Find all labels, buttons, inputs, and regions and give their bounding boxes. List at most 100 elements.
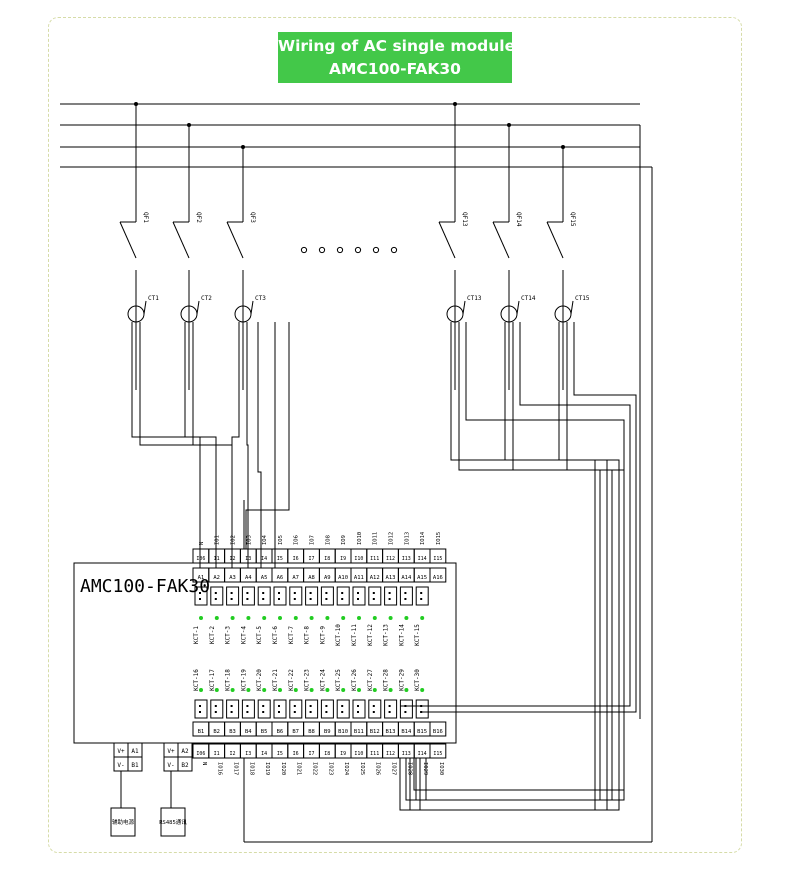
status-dot <box>404 688 409 692</box>
connector-bottom <box>257 699 271 719</box>
ct-secondary <box>184 322 217 568</box>
bottom-terminal-label: I2 <box>229 751 235 757</box>
ct-label: CT2 <box>201 295 212 302</box>
top-wire-label: IO4 <box>262 534 268 545</box>
kct-lower-label: KCT-20 <box>256 669 263 691</box>
bottom-terminal-label: I1 <box>214 751 220 757</box>
top-wire-label: IO15 <box>436 532 442 545</box>
ct-secondary-right <box>405 322 601 801</box>
power-pin-label: V+ <box>167 748 175 755</box>
b-terminal-label: B6 <box>277 729 284 735</box>
top-terminal-label: I15 <box>433 556 442 562</box>
bottom-wire-label: IO27 <box>391 762 397 775</box>
a-terminal-label: A11 <box>354 575 364 581</box>
a-terminal-label: A8 <box>308 575 315 581</box>
pin <box>230 705 233 707</box>
pin <box>309 598 312 600</box>
pin <box>341 598 344 600</box>
b-terminal-label: B8 <box>308 729 315 735</box>
status-dot <box>278 616 282 620</box>
kct-lower-label: KCT-17 <box>209 669 216 691</box>
breaker-tag: QF14 <box>515 212 522 227</box>
pin <box>372 592 375 594</box>
ct-lead <box>250 300 254 315</box>
kct-upper-label: KCT-1 <box>193 626 200 644</box>
kct-lower-label: KCT-30 <box>414 669 421 691</box>
pin <box>262 592 265 594</box>
b-terminal-label: B15 <box>417 729 427 735</box>
kct-upper-label: KCT-10 <box>335 624 342 646</box>
pin <box>341 711 344 713</box>
top-terminal-label: I5 <box>277 556 283 562</box>
pin <box>420 592 423 594</box>
top-terminal-label: I1 <box>214 556 220 562</box>
breaker-tag: QF2 <box>195 212 202 223</box>
bottom-terminal-label: I11 <box>370 751 379 757</box>
bottom-terminal-label: I8 <box>324 751 330 757</box>
top-wire-label: N <box>199 542 205 545</box>
status-dot <box>246 688 251 692</box>
connector-bottom <box>289 699 303 719</box>
ct-secondary-right <box>400 322 631 707</box>
connector-top <box>210 586 224 606</box>
breaker-tag: QF1 <box>142 212 149 223</box>
bottom-wire-label: IO17 <box>233 762 239 775</box>
pin <box>199 598 201 600</box>
kct-upper-label: KCT-2 <box>209 626 216 644</box>
bottom-wire-label: IO22 <box>312 762 318 775</box>
ct-label: CT3 <box>255 295 266 302</box>
ct-secondary <box>231 322 240 568</box>
bottom-wire-label: IO26 <box>375 762 381 775</box>
bottom-terminal-cell <box>429 743 447 759</box>
pin <box>309 711 312 713</box>
ct-lead <box>143 300 147 315</box>
bottom-wire-label: IO29 <box>422 762 428 775</box>
status-dot <box>404 616 409 620</box>
kct-lower-label: KCT-16 <box>193 669 200 691</box>
a-terminal-label: A6 <box>277 575 284 581</box>
b-terminal-label: B10 <box>338 729 348 735</box>
pin <box>214 598 217 600</box>
bottom-wire-label: IO28 <box>406 762 412 775</box>
a-terminal-label: A7 <box>292 575 299 581</box>
connector-top <box>273 586 287 606</box>
kct-lower-label: KCT-26 <box>351 669 358 691</box>
power-device-label: 辅助电源 <box>112 818 135 826</box>
pin <box>404 598 407 600</box>
breaker-blade <box>492 221 510 259</box>
continuation-dot <box>354 246 362 254</box>
breaker-tag: QF15 <box>569 212 576 227</box>
bottom-wire-label: IO25 <box>359 762 365 775</box>
breaker-tag: QF13 <box>461 212 468 227</box>
connector-bottom <box>305 699 319 719</box>
power-term-label: B2 <box>181 762 189 769</box>
pin <box>278 598 280 600</box>
pin <box>293 592 296 594</box>
ct-lead <box>516 300 520 315</box>
ct-secondary <box>245 322 290 549</box>
top-wire-label: IO2 <box>231 535 237 545</box>
top-wire-label: IO10 <box>357 532 363 545</box>
b-terminal-label: B1 <box>198 729 205 735</box>
top-wire-label: IO14 <box>420 531 426 545</box>
ct-lead <box>196 300 200 315</box>
pin <box>262 711 265 713</box>
b-terminal-label: B14 <box>401 729 412 735</box>
pin <box>230 598 233 600</box>
pin <box>325 705 328 707</box>
kct-lower-label: KCT-19 <box>240 669 247 691</box>
top-terminal-label: I7 <box>308 556 314 562</box>
ct-lead <box>570 300 574 315</box>
a-terminal-label: A5 <box>261 575 268 581</box>
ct-secondary-right <box>413 322 625 791</box>
a-terminal-label: A2 <box>213 575 220 581</box>
pin <box>309 705 312 707</box>
breaker-blade <box>119 221 137 259</box>
connector-bottom <box>194 699 208 719</box>
bottom-terminal-label: I3 <box>245 751 251 757</box>
bottom-wire-label: N <box>201 762 207 765</box>
bottom-wire-label: IO20 <box>280 762 286 775</box>
bottom-wire-label: IO30 <box>438 762 444 775</box>
b-terminal-label: B13 <box>386 729 396 735</box>
status-dot <box>388 616 393 620</box>
